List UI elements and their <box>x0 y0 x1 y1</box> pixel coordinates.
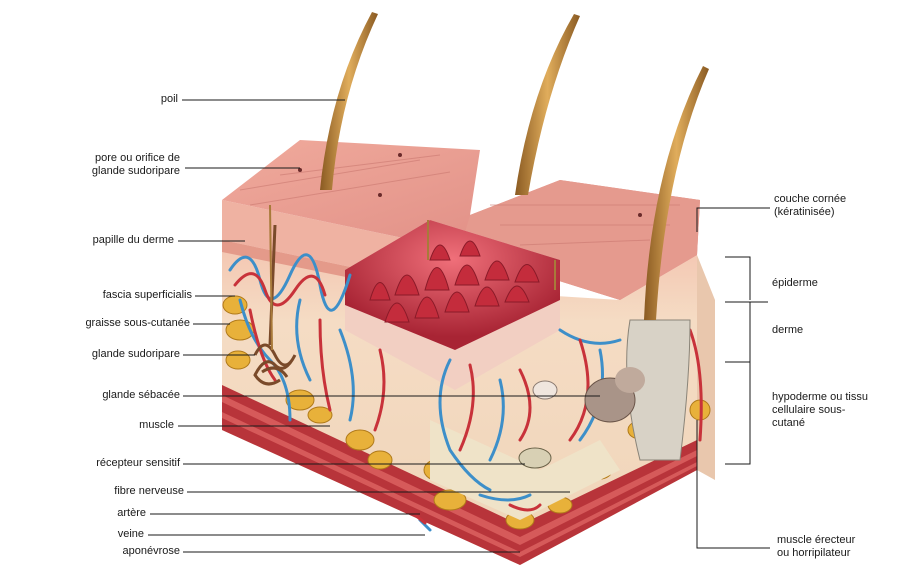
label-derme: derme <box>772 324 912 337</box>
label-epiderme: épiderme <box>772 277 912 290</box>
label-hypoderme: hypoderme ou tissu cellulaire sous- cuta… <box>772 391 917 430</box>
label-fascia-superficialis: fascia superficialis <box>10 289 192 302</box>
label-muscle-erecteur: muscle érecteur ou horripilateur <box>777 534 917 560</box>
label-pore: pore ou orifice de glande sudoripare <box>40 152 180 178</box>
label-aponevrose: aponévrose <box>40 545 180 558</box>
label-glande-sudoripare: glande sudoripare <box>20 348 180 361</box>
label-muscle: muscle <box>60 419 174 432</box>
label-graisse-sous-cutanee: graisse sous-cutanée <box>0 317 190 330</box>
label-fibre-nerveuse: fibre nerveuse <box>40 485 184 498</box>
label-artere: artère <box>60 507 146 520</box>
label-papille-du-derme: papille du derme <box>30 234 174 247</box>
label-glande-sebacee: glande sébacée <box>20 389 180 402</box>
label-poil: poil <box>100 93 178 106</box>
label-couche-cornee: couche cornée (kératinisée) <box>774 193 914 219</box>
label-recepteur-sensitif: récepteur sensitif <box>20 457 180 470</box>
label-veine: veine <box>60 528 144 541</box>
